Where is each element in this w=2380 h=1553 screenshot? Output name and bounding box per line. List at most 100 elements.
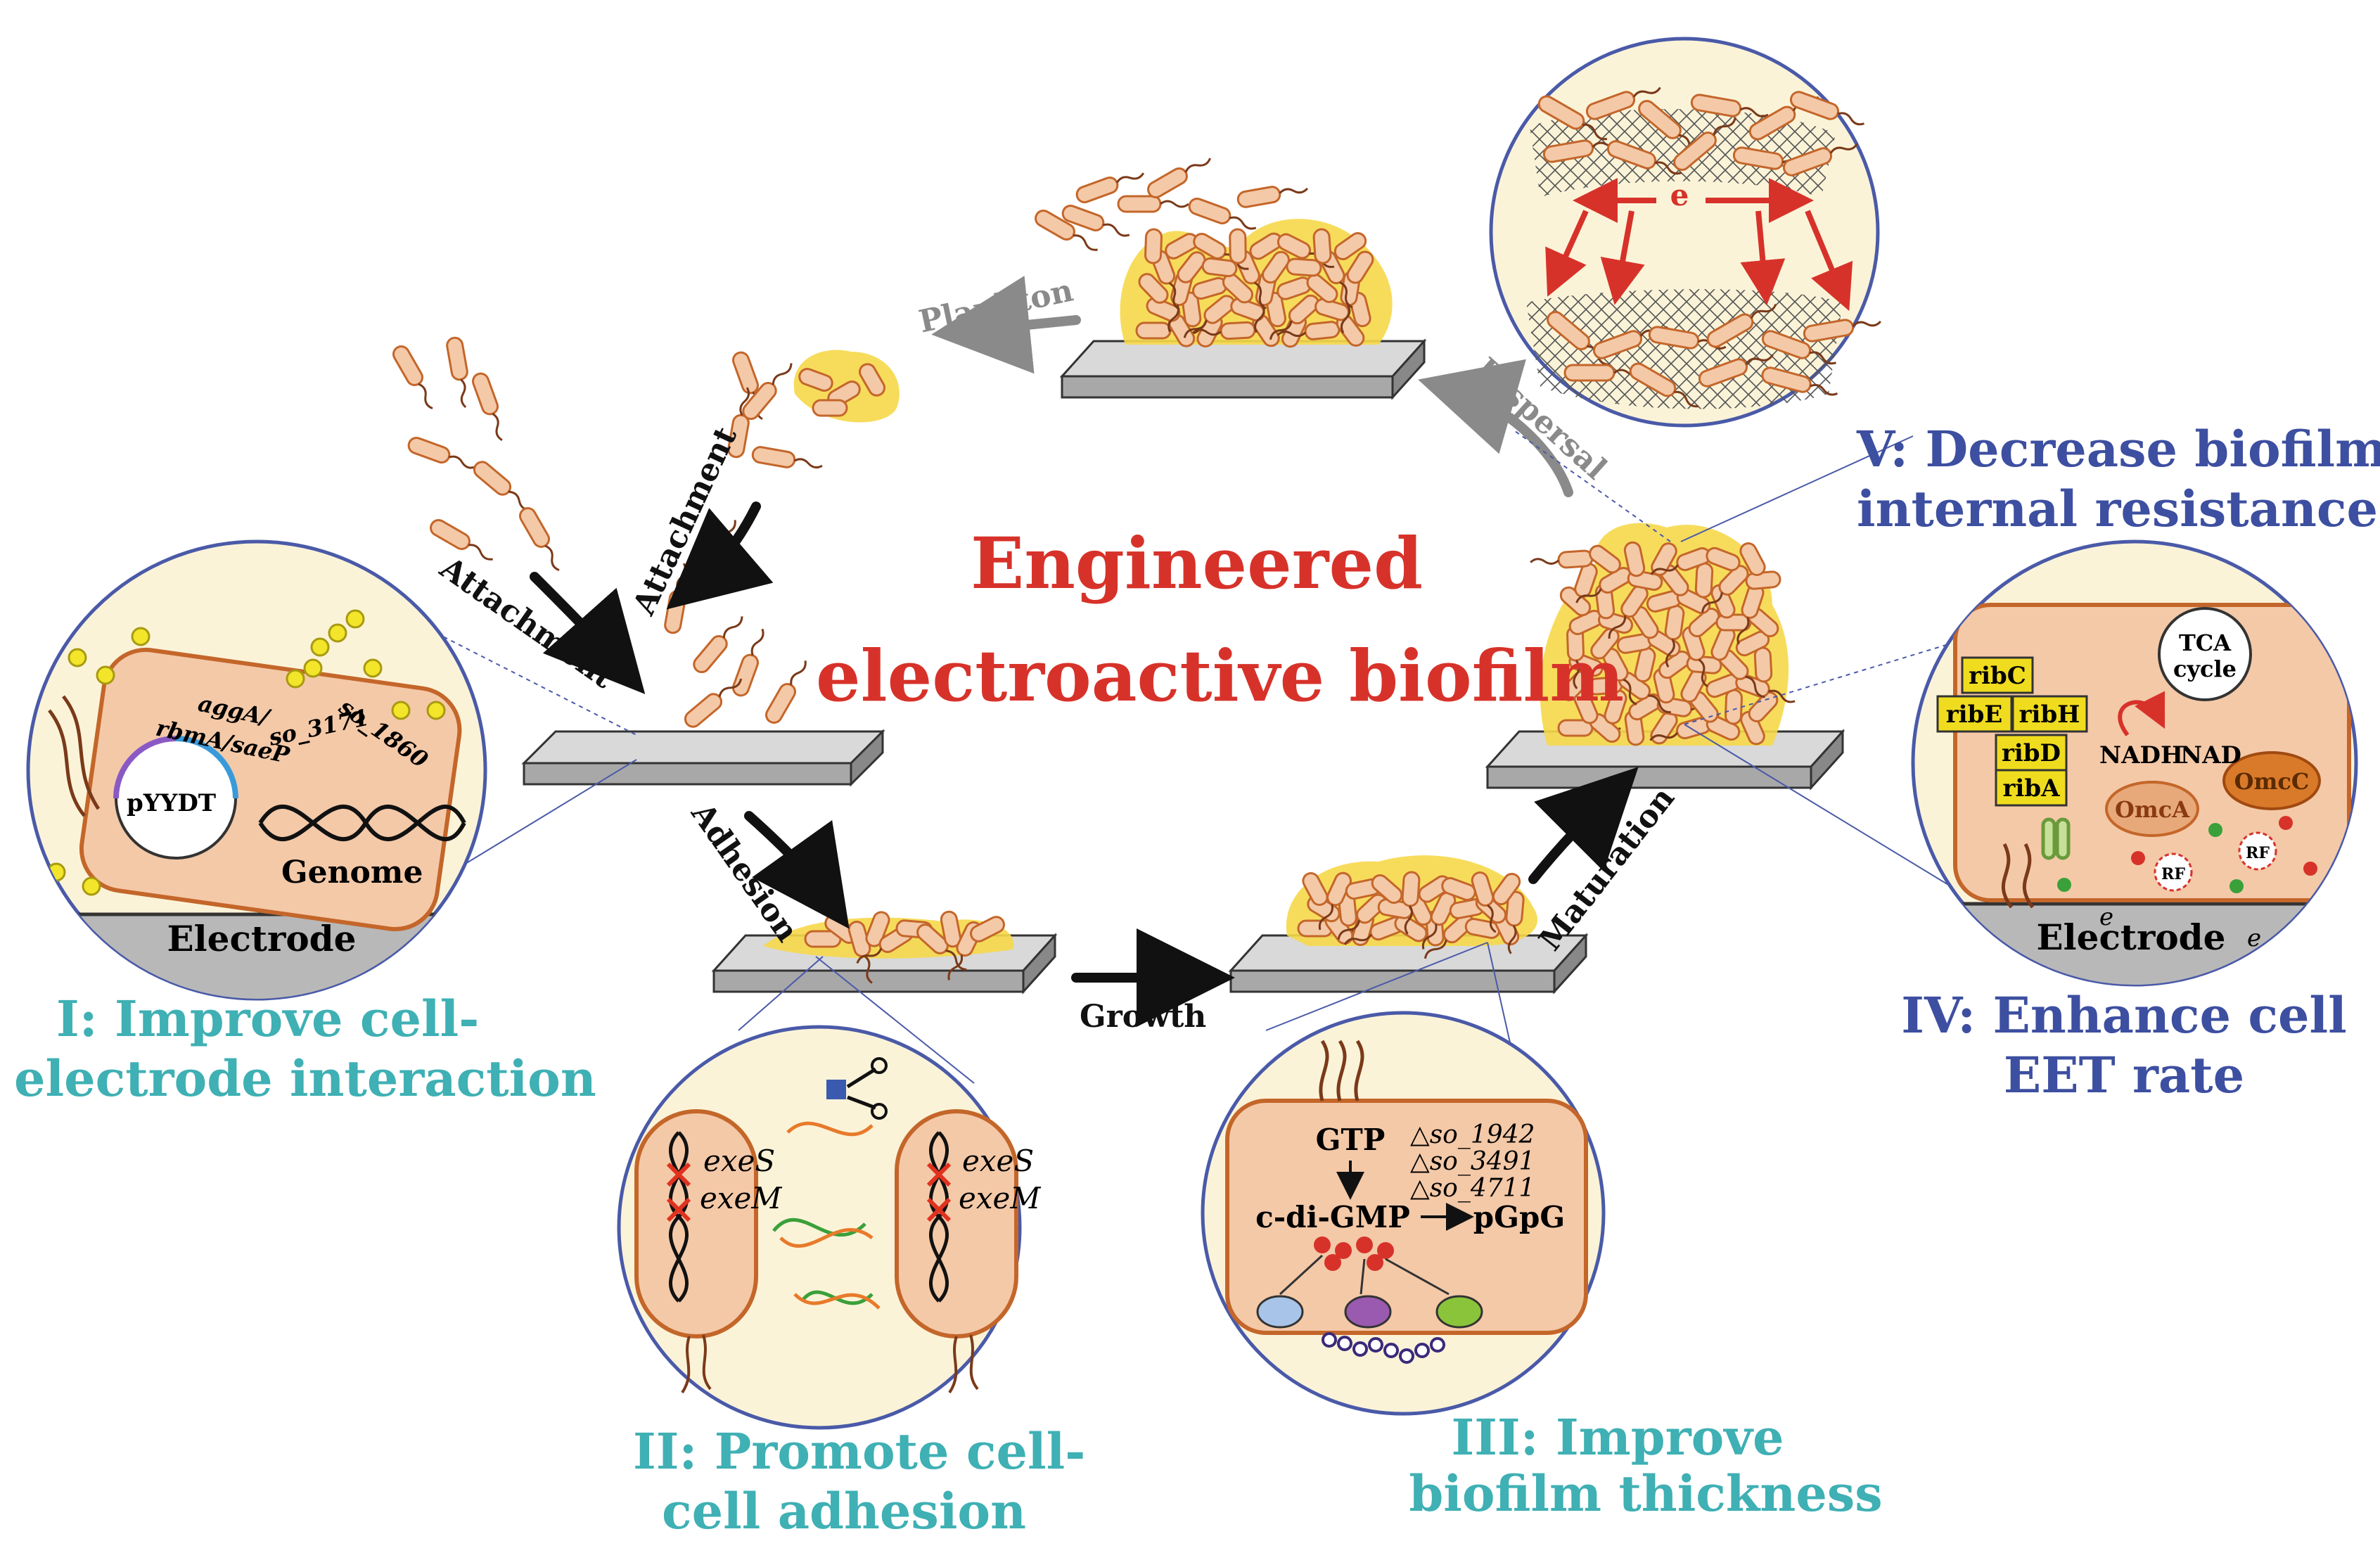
bacterium (684, 678, 743, 728)
bacterium (1803, 319, 1881, 343)
exem-label-2: exeM (959, 1181, 1041, 1215)
bacterium (732, 628, 764, 697)
bacterium (1690, 94, 1769, 117)
tca-label: TCA (2179, 629, 2232, 656)
bacterium (1471, 871, 1497, 933)
bacterium (1688, 607, 1720, 638)
exem-label-1: exeM (700, 1181, 782, 1215)
bacterium (1673, 117, 1736, 171)
bacterium (1753, 646, 1773, 683)
callout-lines (393, 428, 1963, 1084)
bacterium (1262, 250, 1290, 284)
bacterium (1732, 146, 1811, 170)
bacterium (1138, 273, 1169, 304)
panel-v-caption-line1: V: Decrease biofilm (1857, 420, 2380, 478)
bacterium (1117, 195, 1189, 213)
bacterium (812, 399, 848, 417)
bacterium (693, 616, 743, 674)
bacterium (1604, 689, 1627, 724)
bacterium (1236, 186, 1309, 208)
bacterium (1542, 139, 1621, 163)
panel-iv-caption-line2: EET rate (2003, 1046, 2245, 1104)
plasmid-label: pYYDT (127, 789, 216, 817)
bacterium (1229, 228, 1247, 264)
bacterium (1269, 294, 1320, 340)
bacterium (1566, 625, 1585, 689)
bacterium (742, 363, 793, 421)
bacterium (1782, 143, 1858, 177)
bacterium (1075, 172, 1145, 203)
bacterium (1745, 570, 1781, 590)
deletion-so3491: △so_3491 (1410, 1147, 1535, 1176)
bacterium (859, 363, 885, 397)
bacterium (1505, 890, 1525, 954)
bacterium (1740, 710, 1765, 746)
panel-v-electron-label: e (1670, 178, 1689, 212)
riba-label: ribA (2003, 774, 2061, 803)
panel-iv-caption-line1: IV: Enhance cell (1901, 986, 2347, 1044)
bacterium (1144, 228, 1163, 264)
pgpg-label: pGpG (1473, 1200, 1565, 1234)
bacterium (519, 507, 560, 572)
bacterium (1706, 547, 1741, 572)
electron-label-1: e (2099, 903, 2113, 931)
panel-iii-caption-line1: III: Improve (1451, 1408, 1784, 1466)
diagram-title-line2: electroactive biofilm (816, 634, 1625, 717)
panel-iv-zoom: ribC ribE ribH ribD ribA TCA cycle NADH … (1911, 539, 2358, 987)
bacterium (1725, 689, 1743, 725)
bacterium (407, 437, 476, 469)
panel-ii-caption-line2: cell adhesion (661, 1482, 1027, 1540)
bacterium (1061, 205, 1130, 237)
bacterium (1146, 297, 1181, 322)
ribe-label: ribE (1946, 701, 2003, 729)
bacterium (1761, 366, 1838, 396)
bacterium (1585, 87, 1661, 120)
bacterium (765, 660, 807, 724)
bacterium (1623, 541, 1646, 577)
genome-label: Genome (281, 855, 423, 890)
bacterium (473, 461, 530, 511)
panel-iii-zoom: GTP c-di-GMP pGpG △so_1942 △so_3491 △so_… (1201, 1011, 1606, 1416)
panel-v-caption-line2: internal resistance (1857, 480, 2379, 538)
ribh-label: ribH (2019, 701, 2080, 729)
electrode-plate-attachment (521, 729, 885, 787)
bacterium (1371, 874, 1403, 905)
ribd-label: ribD (2002, 739, 2061, 767)
bacterium (1492, 872, 1521, 906)
bacterium (1401, 871, 1421, 935)
nadh-label: NADH (2099, 741, 2183, 769)
bacterium (1183, 295, 1236, 338)
bacterium (1333, 232, 1367, 260)
tca-cycle-label: cycle (2173, 656, 2237, 682)
exes-label-1: exeS (703, 1144, 775, 1178)
bacterium (1789, 91, 1864, 126)
gtp-label: GTP (1316, 1123, 1386, 1157)
panel-i-caption-line1: I: Improve cell- (56, 990, 480, 1048)
bacterium (1761, 330, 1836, 365)
bacterium (1035, 210, 1098, 251)
bacterium (1629, 362, 1699, 408)
rf-label-2: RF (2246, 844, 2270, 862)
bacterium (1394, 914, 1428, 942)
nad-label: NAD (2180, 741, 2241, 769)
deletion-so4711: △so_4711 (1410, 1174, 1535, 1203)
bacterium (1147, 158, 1212, 198)
bacterium (1698, 354, 1774, 388)
cycle-arrows (530, 275, 1639, 1027)
panel-i-electrode-label: Electrode (167, 918, 357, 959)
panel-i-caption-line2: electrode interaction (14, 1049, 596, 1108)
bacterium (1312, 228, 1332, 264)
bacterium (970, 916, 1005, 942)
bacterium (916, 924, 967, 971)
bacterium (1589, 544, 1621, 574)
bacterium (1423, 913, 1475, 959)
bacterium (1739, 542, 1766, 576)
bacterium (1222, 273, 1254, 304)
bacterium (430, 519, 493, 561)
bacterium (1701, 565, 1749, 613)
bacterium (1201, 257, 1238, 278)
bacterium (392, 345, 433, 410)
bacterium (446, 336, 468, 409)
bacterium (1606, 140, 1682, 175)
